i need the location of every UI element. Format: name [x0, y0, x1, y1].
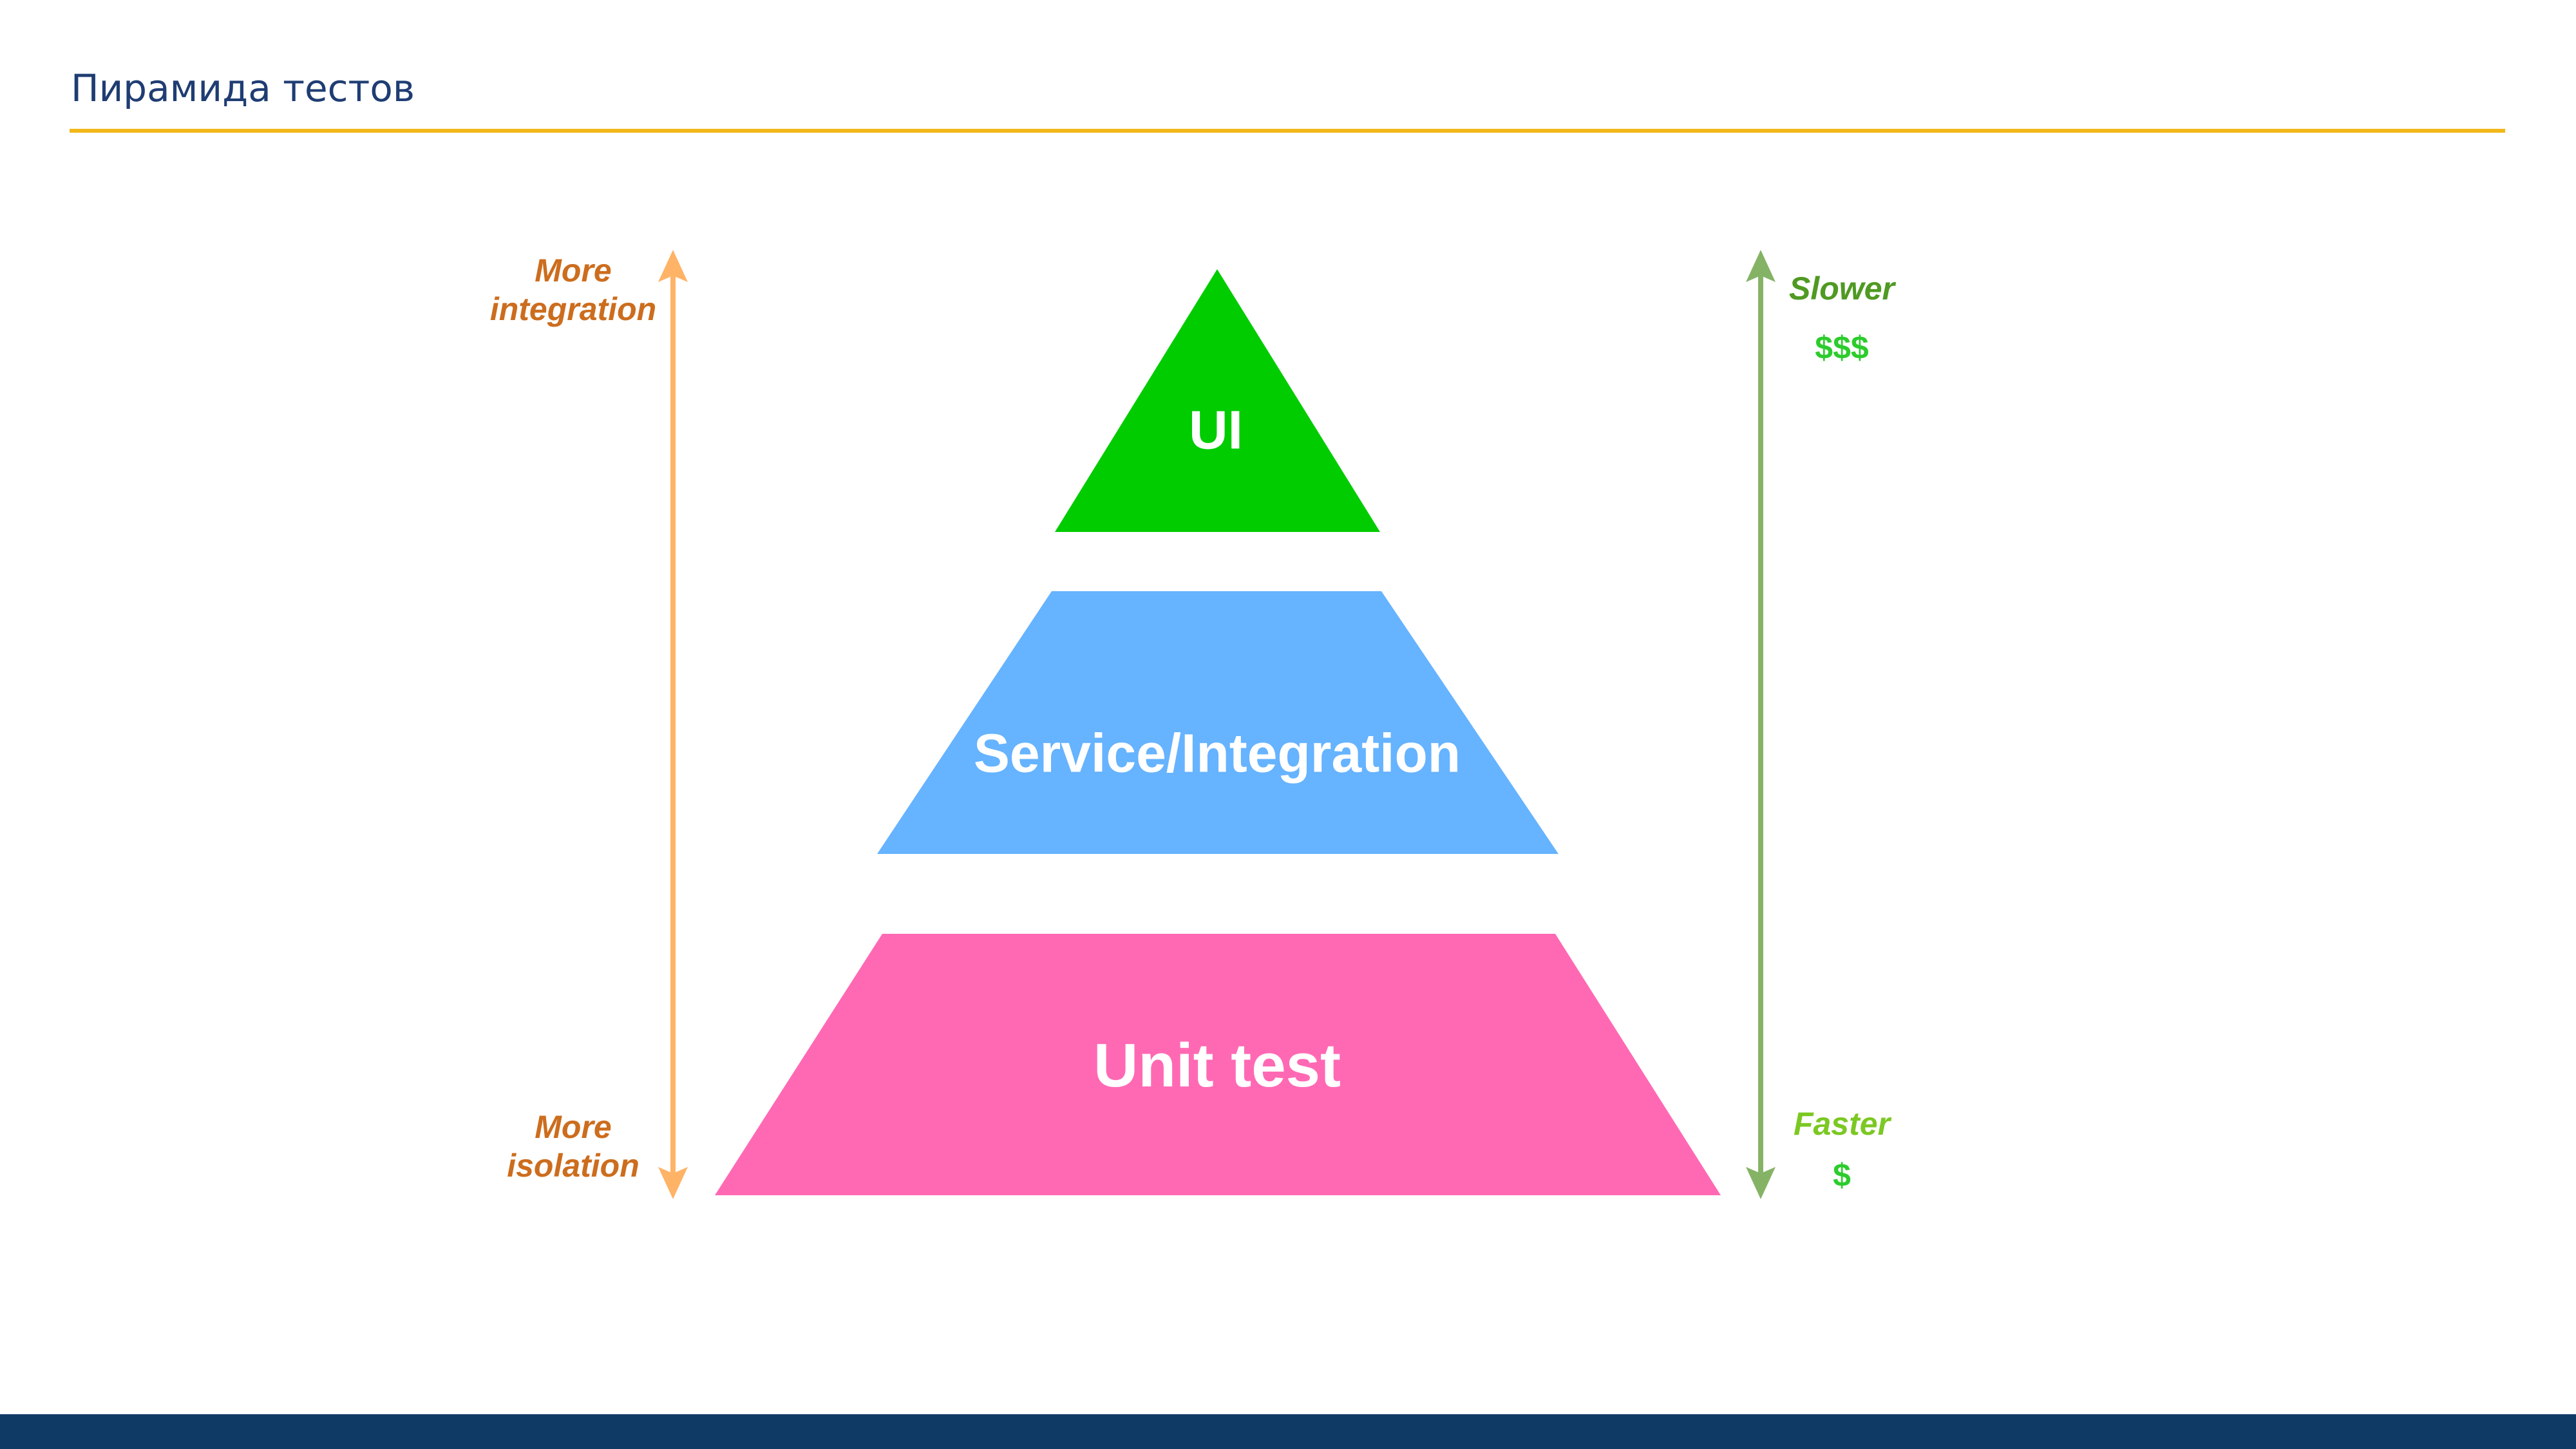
right-axis-top-label: Slower [1789, 270, 1895, 307]
title-underline [70, 129, 2505, 133]
right-axis-arrow-down-icon [1746, 1167, 1776, 1199]
left-axis-arrow-up-icon [658, 250, 688, 282]
left-axis-bottom-line2: isolation [507, 1148, 639, 1184]
left-axis-bottom-line1: More [535, 1109, 612, 1145]
pyramid-label-unit: Unit test [1094, 1031, 1341, 1100]
left-axis-bottom-label: More isolation [457, 1108, 689, 1185]
slide-title: Пирамида тестов [71, 66, 415, 110]
pyramid-layer-unit [715, 934, 1721, 1195]
left-axis-top-line2: integration [489, 291, 657, 327]
pyramid-layer-service [877, 591, 1558, 854]
footer-bar [0, 1414, 2576, 1449]
left-axis-top-line1: More [535, 252, 612, 289]
right-axis-bottom-cost: $ [1833, 1157, 1851, 1193]
pyramid-label-ui: UI [1189, 399, 1243, 460]
pyramid-label-service: Service/Integration [973, 723, 1461, 784]
left-axis-top-label: More integration [457, 251, 689, 328]
right-axis-arrow-up-icon [1746, 250, 1776, 282]
left-axis-arrow-down-icon [658, 1167, 688, 1199]
pyramid-layer-ui [1055, 269, 1380, 532]
right-axis-top-cost: $$$ [1815, 330, 1869, 366]
right-axis-bottom-label: Faster [1793, 1106, 1891, 1142]
